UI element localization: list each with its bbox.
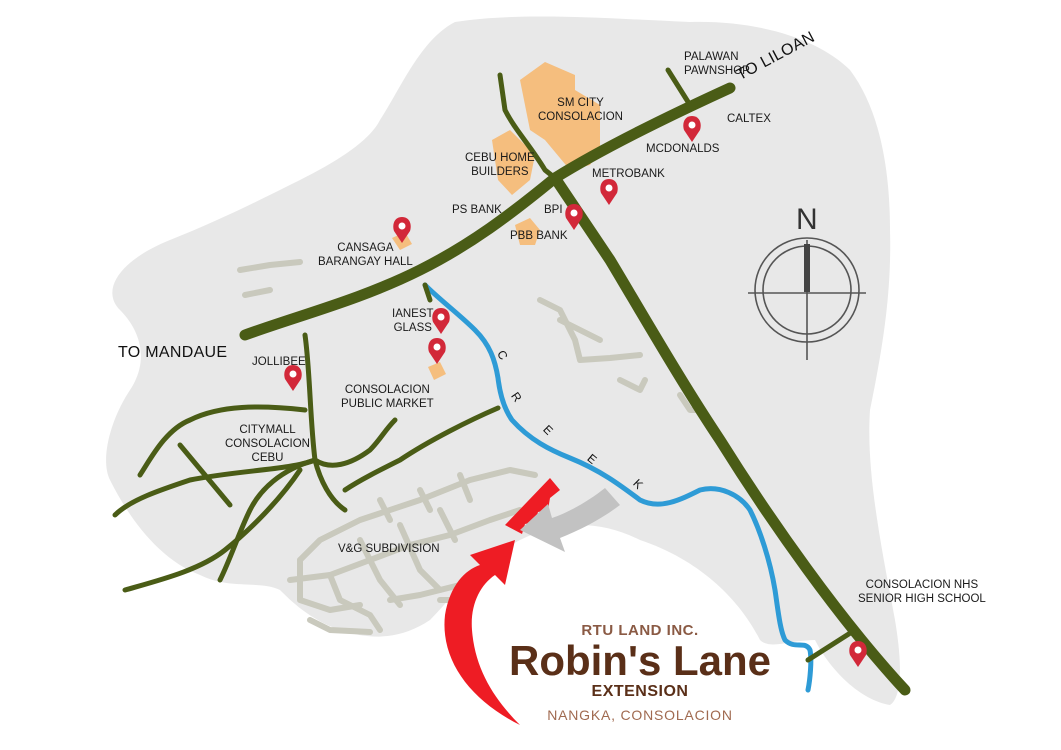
label-bpi: BPI xyxy=(544,204,563,216)
label-mcdonalds: MCDONALDS xyxy=(646,143,720,155)
label-jollibee: JOLLIBEE xyxy=(252,356,306,368)
label-citymall: CITYMALL CONSOLACION CEBU xyxy=(225,424,310,464)
brand-extension: EXTENSION xyxy=(591,683,689,700)
label-vg-subdivision: V&G SUBDIVISION xyxy=(338,543,440,555)
label-caltex: CALTEX xyxy=(727,113,771,125)
brand-name: Robin's Lane xyxy=(508,637,771,684)
creek xyxy=(422,282,814,693)
cebu-home-building xyxy=(492,130,535,195)
brand-company: RTU LAND INC. xyxy=(581,622,699,639)
sm-road xyxy=(497,72,558,181)
pbb-building xyxy=(515,218,540,245)
palawan-road xyxy=(665,67,693,108)
red-arrow-curve xyxy=(444,540,520,725)
label-cansaga: CANSAGA BARANGAY HALL xyxy=(318,242,413,268)
compass-north-label: N xyxy=(796,203,818,236)
red-arrow xyxy=(505,478,560,534)
label-pbb-bank: PBB BANK xyxy=(510,230,568,242)
brand-block: RTU LAND INC. Robin's Lane EXTENSION NAN… xyxy=(470,622,810,723)
market-building xyxy=(428,362,446,380)
label-sm-city: SM CITY CONSOLACION xyxy=(538,97,623,123)
pin-metrobank-icon xyxy=(600,179,618,205)
liloan-road-east xyxy=(549,172,911,696)
sm-city-building xyxy=(520,62,600,170)
pin-market-icon xyxy=(428,338,446,364)
direction-to-mandaue: TO MANDAUE xyxy=(118,344,228,361)
pin-bpi-icon xyxy=(565,204,583,230)
label-ps-bank: PS BANK xyxy=(452,204,502,216)
label-consolacion-nhs: CONSOLACION NHS SENIOR HIGH SCHOOL xyxy=(858,579,986,605)
brand-location: NANGKA, CONSOLACION xyxy=(547,707,733,723)
buildings xyxy=(392,62,600,380)
pin-ianest-icon xyxy=(432,308,450,334)
pin-mcdonalds-icon xyxy=(683,116,701,142)
main-highway xyxy=(239,82,736,341)
label-public-market: CONSOLACION PUBLIC MARKET xyxy=(341,384,434,410)
land-area xyxy=(106,16,900,705)
label-cebu-home: CEBU HOME BUILDERS xyxy=(465,152,535,178)
pin-cansaga-icon xyxy=(393,217,411,243)
label-metrobank: METROBANK xyxy=(592,168,665,180)
label-ianest: IANEST GLASS xyxy=(392,308,434,334)
pins xyxy=(284,116,867,667)
minor-major xyxy=(302,332,348,513)
label-palawan: PALAWAN PAWNSHOP xyxy=(684,51,750,77)
gray-arrow xyxy=(520,488,620,552)
pin-jollibee-icon xyxy=(284,365,302,391)
pin-nhs-icon xyxy=(849,641,867,667)
major-roads xyxy=(112,67,911,696)
compass xyxy=(748,237,866,360)
